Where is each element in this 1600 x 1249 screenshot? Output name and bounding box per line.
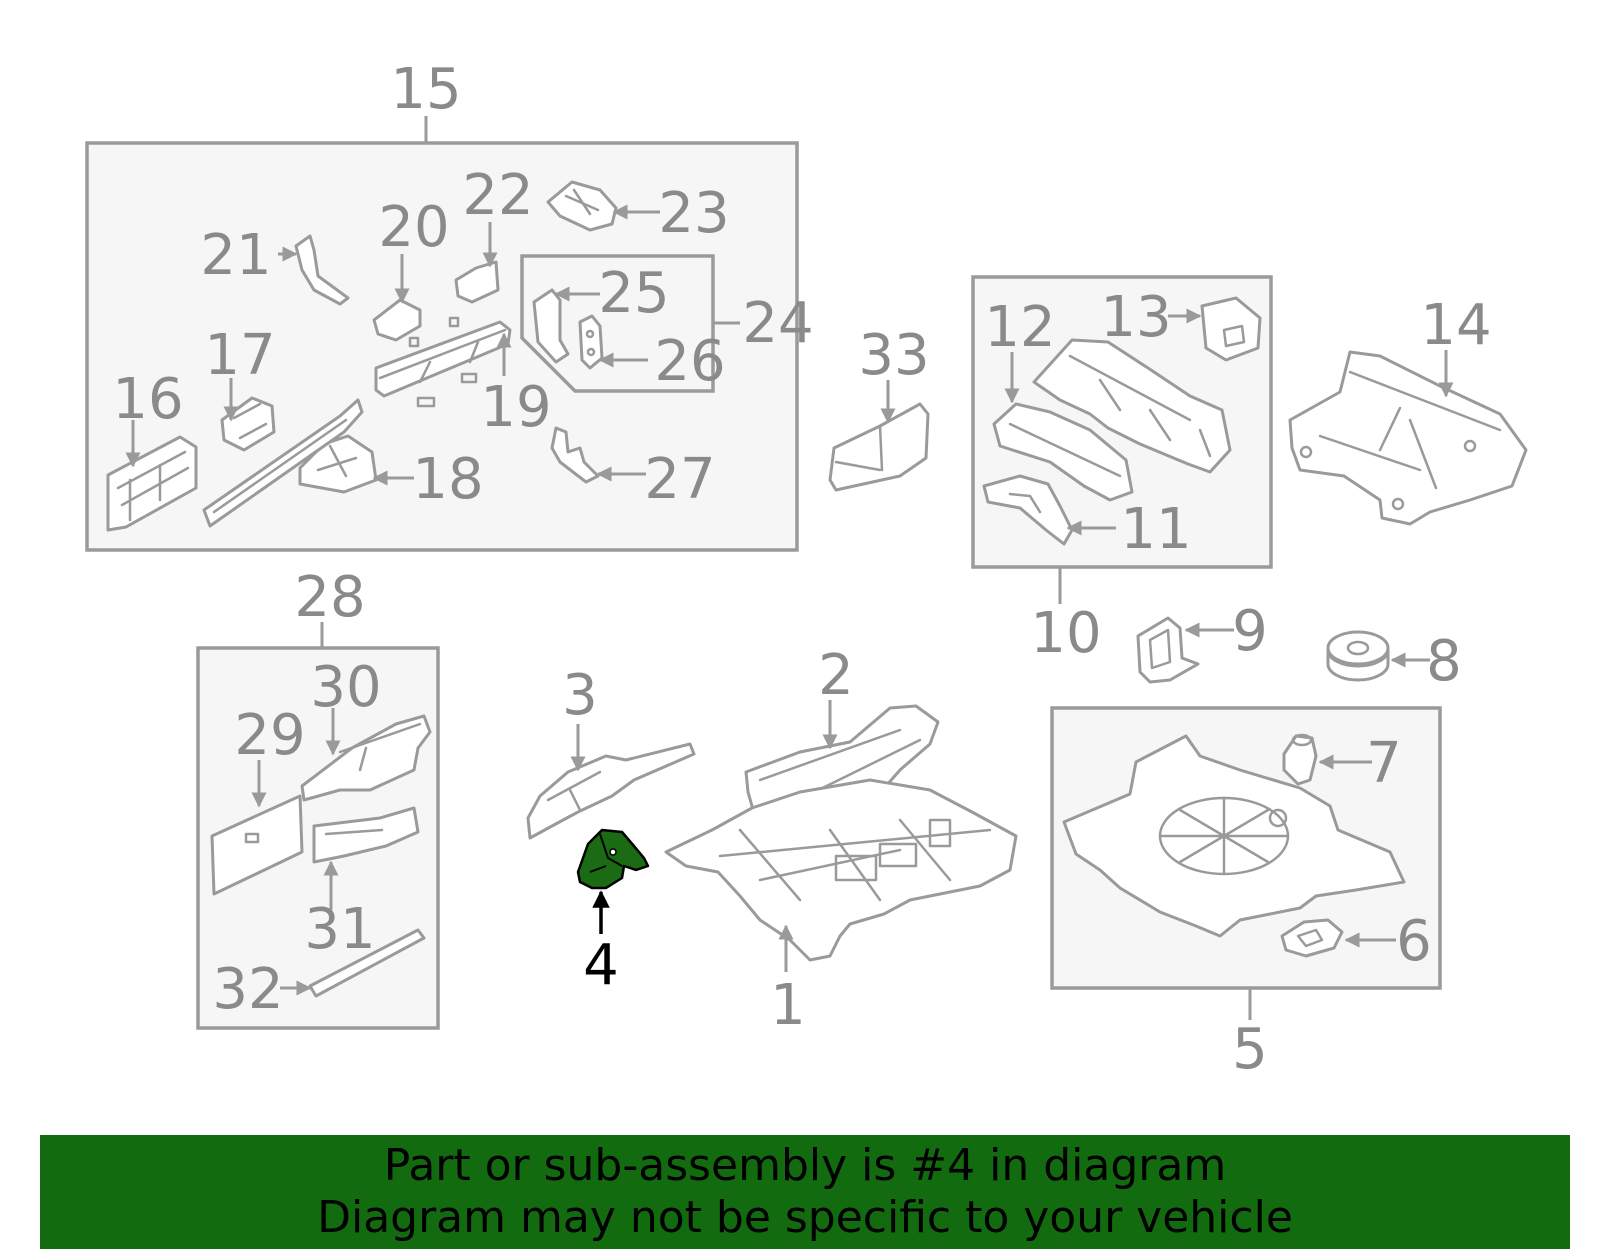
part-21[interactable] bbox=[294, 234, 350, 306]
part-12-lower[interactable] bbox=[992, 402, 1134, 502]
callout-30: 30 bbox=[310, 655, 381, 720]
callout-5: 5 bbox=[1232, 1017, 1268, 1082]
part-31[interactable] bbox=[312, 806, 420, 864]
group-box-24 bbox=[520, 254, 740, 393]
callout-19: 19 bbox=[480, 375, 551, 440]
callout-22: 22 bbox=[462, 163, 533, 228]
callout-9: 9 bbox=[1232, 599, 1268, 664]
callout-23: 23 bbox=[658, 181, 729, 246]
part-27[interactable] bbox=[550, 426, 600, 484]
part-3[interactable] bbox=[526, 742, 696, 840]
callout-14: 14 bbox=[1420, 293, 1491, 358]
callout-11: 11 bbox=[1120, 497, 1191, 562]
part-5-floor[interactable] bbox=[1062, 734, 1406, 938]
part-6[interactable] bbox=[1280, 918, 1344, 958]
callout-25: 25 bbox=[598, 261, 669, 326]
banner-line-2: Diagram may not be specific to your vehi… bbox=[317, 1192, 1293, 1243]
callout-29: 29 bbox=[234, 703, 305, 768]
callout-2: 2 bbox=[818, 643, 854, 708]
part-9[interactable] bbox=[1136, 616, 1200, 684]
callout-10: 10 bbox=[1030, 601, 1101, 666]
part-30[interactable] bbox=[300, 714, 432, 802]
part-25[interactable] bbox=[532, 288, 570, 364]
callout-24: 24 bbox=[742, 291, 813, 356]
part-4-highlighted[interactable] bbox=[576, 828, 650, 890]
callout-28: 28 bbox=[294, 565, 365, 630]
part-12[interactable] bbox=[1032, 338, 1232, 474]
part-13[interactable] bbox=[1200, 296, 1262, 362]
callout-32: 32 bbox=[212, 957, 283, 1022]
banner-line-1: Part or sub-assembly is #4 in diagram bbox=[383, 1140, 1227, 1191]
callout-8: 8 bbox=[1426, 629, 1462, 694]
info-banner: Part or sub-assembly is #4 in diagram Di… bbox=[40, 1135, 1570, 1249]
callout-13: 13 bbox=[1100, 285, 1171, 350]
callout-4-highlighted: 4 bbox=[583, 933, 619, 998]
callout-7: 7 bbox=[1366, 731, 1402, 796]
callout-12: 12 bbox=[984, 295, 1055, 360]
part-29[interactable] bbox=[210, 794, 304, 896]
part-1[interactable] bbox=[664, 778, 1018, 962]
callout-33: 33 bbox=[858, 323, 929, 388]
callout-16: 16 bbox=[112, 367, 183, 432]
part-16[interactable] bbox=[106, 435, 198, 532]
callout-27: 27 bbox=[644, 447, 715, 512]
callout-6: 6 bbox=[1396, 909, 1432, 974]
callout-26: 26 bbox=[654, 329, 725, 394]
callout-3: 3 bbox=[562, 663, 598, 728]
callout-15: 15 bbox=[390, 57, 461, 122]
part-8[interactable] bbox=[1326, 630, 1390, 682]
part-14[interactable] bbox=[1288, 350, 1528, 526]
part-32[interactable] bbox=[308, 928, 426, 998]
callout-21: 21 bbox=[200, 223, 271, 288]
callout-numbers: 15 16 17 18 19 20 21 22 23 24 25 26 27 3… bbox=[112, 57, 1491, 1082]
callout-1: 1 bbox=[770, 973, 806, 1038]
callout-20: 20 bbox=[378, 195, 449, 260]
part-33[interactable] bbox=[828, 402, 930, 492]
callout-17: 17 bbox=[204, 323, 275, 388]
callout-31: 31 bbox=[304, 897, 375, 962]
part-front-rail[interactable] bbox=[202, 398, 364, 528]
part-22[interactable] bbox=[448, 260, 500, 328]
callout-18: 18 bbox=[412, 447, 483, 512]
part-11[interactable] bbox=[982, 474, 1074, 546]
part-7[interactable] bbox=[1282, 733, 1318, 786]
